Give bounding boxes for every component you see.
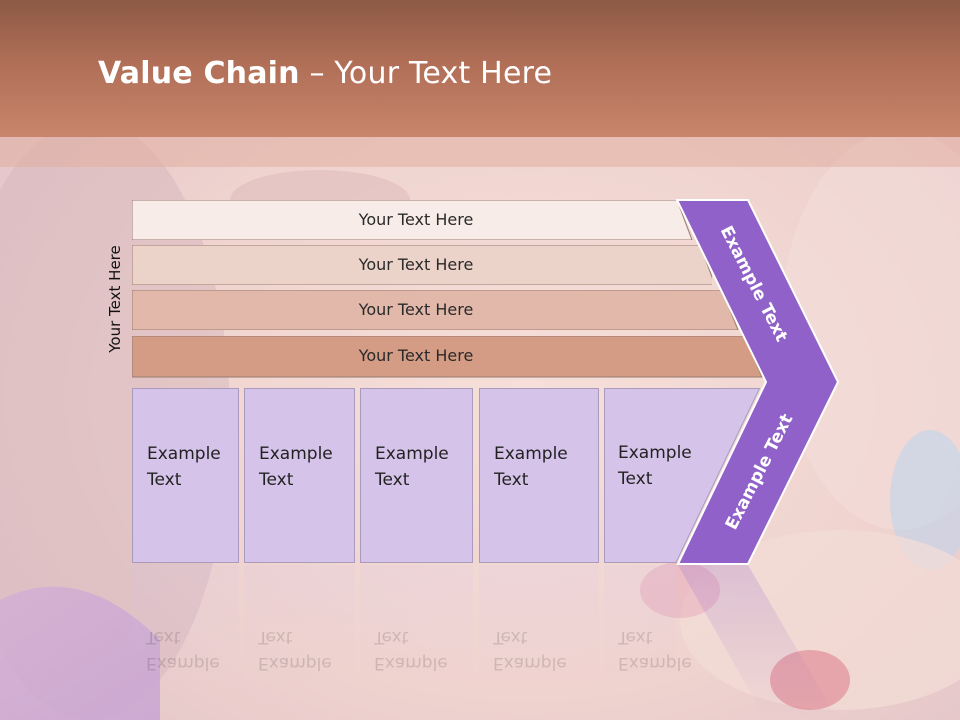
primary-cell-5-line2: Text (618, 469, 653, 489)
primary-cell-4-line2: Text (494, 470, 529, 490)
reflection-cell-2-line1: Example (258, 653, 332, 673)
support-bar-4-label: Your Text Here (358, 346, 474, 365)
primary-cell-3-line1: Example (375, 444, 449, 464)
reflection-cell-4-line1: Example (493, 653, 567, 673)
reflection-cell-4: Example Text (479, 565, 599, 720)
reflection-cell-1: Example Text (132, 565, 239, 720)
margin-chevron[interactable] (670, 198, 845, 568)
title-band (0, 0, 960, 137)
reflection-cell-1-line2: Text (146, 627, 181, 647)
primary-cell-3-line2: Text (375, 470, 410, 490)
support-activities-label[interactable]: Your Text Here (106, 245, 126, 352)
primary-cell-5-line1: Example (618, 443, 692, 463)
primary-cell-2-line1: Example (259, 444, 333, 464)
reflection-cell-2: Example Text (244, 565, 355, 720)
reflection-cell-4-text: Example Text (493, 624, 567, 676)
title-sub-band (0, 137, 960, 167)
primary-cell-1-line2: Text (147, 470, 182, 490)
support-bar-3-label: Your Text Here (358, 300, 474, 319)
primary-cell-4-line1: Example (494, 444, 568, 464)
reflection-cell-3: Example Text (360, 565, 473, 720)
reflection-cell-4-line2: Text (493, 627, 528, 647)
reflection-cell-1-line1: Example (146, 653, 220, 673)
reflection-cell-5-line2: Text (618, 627, 653, 647)
reflection-cell-3-text: Example Text (374, 624, 448, 676)
reflection-cell-2-text: Example Text (258, 624, 332, 676)
reflection-cell-1-text: Example Text (146, 624, 220, 676)
slide-title[interactable]: Value Chain – Your Text Here (98, 56, 552, 91)
support-bar-2-label: Your Text Here (358, 255, 474, 274)
support-activities-label-text: Your Text Here (106, 245, 124, 353)
reflection-cell-3-line2: Text (374, 627, 409, 647)
primary-cell-2-line2: Text (259, 470, 294, 490)
slide-title-rest: – Your Text Here (299, 56, 553, 91)
reflection-chevron (678, 565, 838, 720)
slide-title-bold: Value Chain (98, 56, 300, 91)
support-bar-1-label: Your Text Here (358, 210, 474, 229)
reflection-cell-2-line2: Text (258, 627, 293, 647)
primary-cell-1-line1: Example (147, 444, 221, 464)
reflection-cell-3-line1: Example (374, 653, 448, 673)
